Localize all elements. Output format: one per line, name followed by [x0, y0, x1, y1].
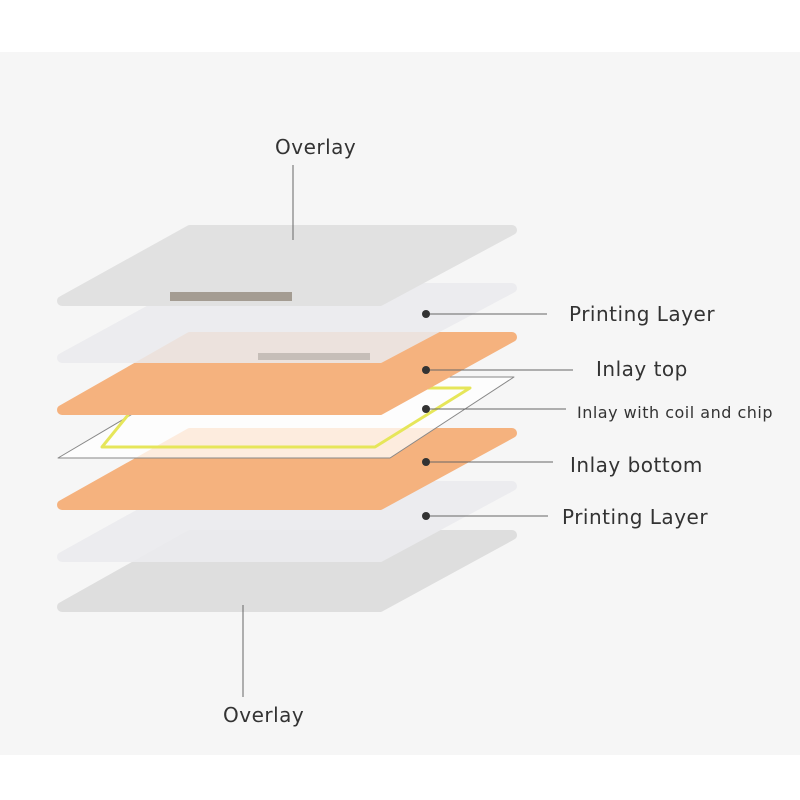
- label-overlay-bottom: Overlay: [223, 703, 305, 727]
- leader-dot: [422, 512, 430, 520]
- label-inlay-coil: Inlay with coil and chip: [577, 403, 773, 422]
- leader-dot: [422, 405, 430, 413]
- leader-dot: [422, 366, 430, 374]
- label-inlay-bottom: Inlay bottom: [570, 453, 703, 477]
- label-inlay-top: Inlay top: [596, 357, 688, 381]
- printed-text-mark: [258, 353, 370, 360]
- leader-dot: [422, 458, 430, 466]
- layer-overlay-top: [57, 225, 517, 306]
- label-printing-bottom: Printing Layer: [562, 505, 709, 529]
- label-overlay-top: Overlay: [275, 135, 357, 159]
- label-printing-top: Printing Layer: [569, 302, 716, 326]
- leader-dot: [422, 310, 430, 318]
- printed-text-mark: [170, 292, 292, 301]
